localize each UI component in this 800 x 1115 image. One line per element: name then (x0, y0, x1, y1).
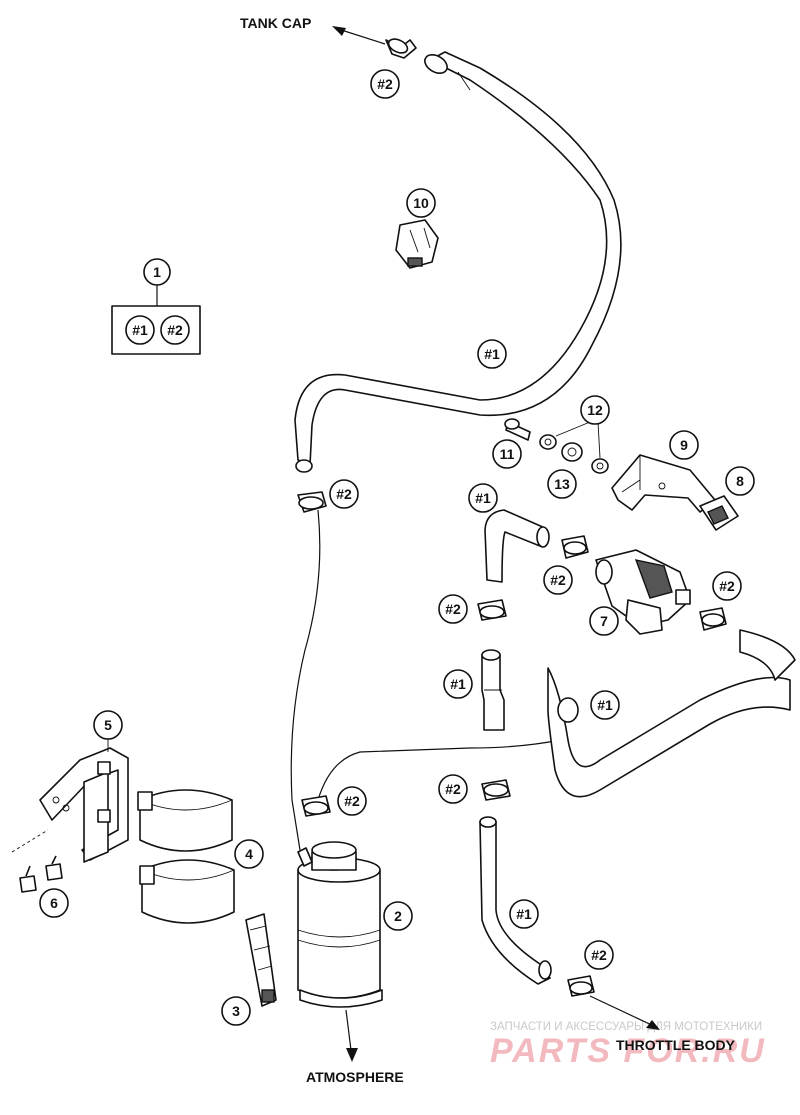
hose-clamp-straight (477, 599, 507, 621)
callout-mid-clamp: #2 (336, 486, 352, 502)
callout-kit-clamp: #2 (167, 322, 183, 338)
hose-clamp-tank (385, 38, 417, 59)
watermark: ЗАПЧАСТИ И АКСЕССУАРЫ ДЛЯ МОТОТЕХНИКИ PA… (490, 1021, 766, 1070)
callout-elbow-hose: #1 (475, 490, 491, 506)
callout-kit-hose: #1 (132, 322, 148, 338)
part-12-washer-b (591, 458, 609, 474)
callout-curved-hose: #1 (597, 697, 613, 713)
callout-straight-hose: #1 (450, 676, 466, 692)
callout-10: 10 (413, 195, 429, 211)
throttle-body-label-group: THROTTLE BODY (589, 995, 736, 1053)
callout-9: 9 (680, 437, 688, 453)
part-5-bracket (39, 747, 129, 863)
callout-11: 11 (500, 446, 515, 462)
hose-clamp-mid (297, 491, 327, 513)
leader-canister-to-valve-hose (317, 739, 561, 801)
tank-cap-label: TANK CAP (240, 15, 311, 31)
callouts: #2 10 #1 12 9 11 13 8 #2 #1 #2 #2 (39, 69, 755, 1026)
callout-1: 1 (153, 264, 161, 280)
atmosphere-label-group: ATMOSPHERE (306, 1009, 404, 1085)
throttle-body-label: THROTTLE BODY (616, 1037, 736, 1053)
part-8-clip (699, 495, 739, 531)
part-3-strap (245, 913, 277, 1007)
callout-13: 13 (554, 476, 570, 492)
callout-2: 2 (394, 908, 402, 924)
callout-throttle-hose: #1 (516, 906, 532, 922)
hose-clamp-lower (481, 779, 511, 801)
callout-tank-clamp: #2 (377, 76, 393, 92)
callout-6: 6 (50, 895, 58, 911)
hose-clamp-valve-right (699, 607, 727, 631)
leader-hose-to-canister (290, 509, 321, 851)
callout-5: 5 (104, 717, 112, 733)
watermark-brand: PARTS FOR.RU (490, 1032, 766, 1070)
callout-throttle-clamp: #2 (591, 947, 607, 963)
hose-clamp-throttle (567, 975, 595, 997)
callout-valve-clamp-right: #2 (719, 578, 735, 594)
part-1-kit: 1 #1 #2 (111, 258, 201, 355)
callout-lower-clamp: #2 (445, 781, 461, 797)
callout-straight-clamp: #2 (445, 601, 461, 617)
hose-curved-right (547, 629, 796, 798)
callout-12: 12 (587, 402, 603, 418)
hose-clamp-canister (301, 795, 331, 817)
callout-upper-hose: #1 (484, 346, 500, 362)
atmosphere-label: ATMOSPHERE (306, 1069, 404, 1085)
callout-valve-clamp-left: #2 (550, 572, 566, 588)
part-12-washer-a (539, 434, 557, 450)
callout-canister-clamp: #2 (344, 793, 360, 809)
part-2-canister (297, 841, 383, 1008)
watermark-tagline: ЗАПЧАСТИ И АКСЕССУАРЫ ДЛЯ МОТОТЕХНИКИ (490, 1021, 762, 1033)
part-6-screws (11, 829, 63, 893)
part-4-band-clamps (137, 789, 235, 924)
hose-tank-to-canister (294, 51, 622, 473)
hose-elbow (484, 509, 550, 583)
callout-4: 4 (245, 846, 253, 862)
tank-cap-label-group: TANK CAP (240, 15, 386, 45)
hose-straight-short (481, 649, 505, 731)
part-9-bracket (611, 454, 716, 513)
hose-clamp-valve-left (561, 535, 589, 559)
part-11-bolt (504, 418, 531, 441)
part-10-connector (395, 219, 439, 269)
hose-to-throttle (479, 816, 552, 985)
callout-7: 7 (600, 613, 608, 629)
part-13-grommet (561, 442, 583, 462)
callout-3: 3 (232, 1003, 240, 1019)
callout-8: 8 (736, 473, 744, 489)
part-7-purge-valve (595, 549, 691, 635)
